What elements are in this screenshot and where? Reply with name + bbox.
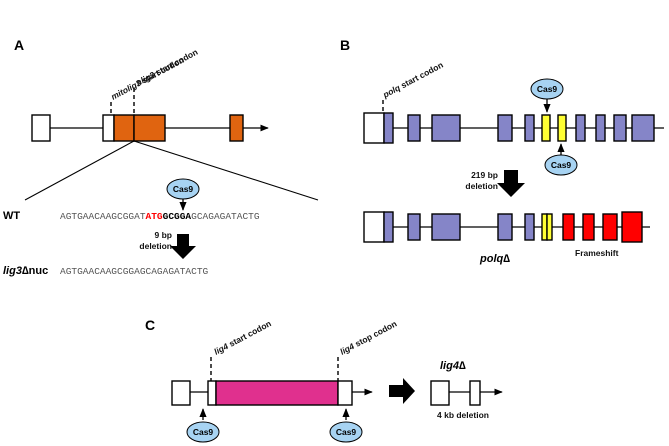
panel-c: C lig4 start codon lig4 stop codon Cas9 … xyxy=(145,317,503,443)
polq-mut-exon-5 xyxy=(524,213,535,241)
cas9-label: Cas9 xyxy=(336,427,357,437)
polq-exon-9 xyxy=(595,114,606,142)
lig3-exon-orange-2 xyxy=(133,114,166,142)
deletion-size-b: 219 bp xyxy=(471,170,498,180)
deletion-arrow-c xyxy=(389,378,415,404)
polq-start-label: polq start codon xyxy=(380,60,444,101)
polq-utr-exon xyxy=(363,112,385,144)
lig4-utr-exon xyxy=(171,380,191,406)
polq-mut-exon-4 xyxy=(497,213,513,241)
wt-label: WT xyxy=(3,210,20,222)
lig3-mutant-sequence: AGTGAACAAGCGGAGCAGAGATACTG xyxy=(60,266,209,277)
lig4-exon-end xyxy=(337,380,353,406)
polq-exon-10 xyxy=(613,114,627,142)
cas9-site-b-top: Cas9 xyxy=(530,78,564,113)
cas9-label: Cas9 xyxy=(551,160,572,170)
polq-exon-4 xyxy=(497,114,513,142)
lig4-stop-label: lig4 stop codon xyxy=(338,318,398,356)
polq-mut-frameshift-exon-1 xyxy=(562,213,575,241)
lig4-mutant-label: lig4∆ xyxy=(440,360,466,372)
polq-mut-fused-exon-a xyxy=(541,213,548,241)
lig4-deletion-label: 4 kb deletion xyxy=(437,410,489,420)
deletion-arrow-b xyxy=(497,170,525,197)
nlig3-start-label: nlig3 start codon xyxy=(134,47,199,88)
polq-mut-exon-2 xyxy=(407,213,421,241)
cas9-site-c-left: Cas9 xyxy=(186,408,220,443)
lig4-mut-utr-exon xyxy=(430,380,450,406)
polq-exon-8 xyxy=(575,114,586,142)
lig3-mutant-label: lig3∆nuc xyxy=(3,265,48,277)
polq-exon-3 xyxy=(431,114,461,142)
lig3-exon-orange-1 xyxy=(113,114,135,142)
panel-b-label: B xyxy=(340,37,350,53)
polq-mut-frameshift-exon-2 xyxy=(582,213,595,241)
lig3-utr-exon xyxy=(31,114,51,142)
cas9-label: Cas9 xyxy=(173,184,194,194)
polq-mut-utr-exon xyxy=(363,211,385,243)
cas9-site-c-right: Cas9 xyxy=(329,408,363,443)
polq-mut-exon-1 xyxy=(383,211,394,243)
lig4-start-label: lig4 start codon xyxy=(212,318,273,357)
lig4-coding-exon xyxy=(215,380,339,406)
panel-a: A mitolig3 start codon nlig3 start codon… xyxy=(3,37,319,277)
cas9-bubble xyxy=(544,154,578,176)
panel-a-label: A xyxy=(14,37,24,53)
lig3-exon-orange-3 xyxy=(229,114,244,142)
deletion-arrow-a xyxy=(170,234,196,259)
polq-exon-2 xyxy=(407,114,421,142)
polq-exon-1 xyxy=(383,112,394,144)
polq-mut-frameshift-exon-3 xyxy=(602,213,618,241)
cas9-bubble xyxy=(186,421,220,443)
lig4-exon-start xyxy=(207,380,217,406)
polq-exon-11 xyxy=(631,114,655,142)
cas9-label: Cas9 xyxy=(537,84,558,94)
wt-sequence: AGTGAACAAGCGGATATGGCGGAGCAGAGATACTG xyxy=(60,211,260,222)
deletion-word-b: deletion xyxy=(465,181,498,191)
panel-b: B polq start codon Cas9 Cas9 xyxy=(340,37,664,265)
cas9-site-a: Cas9 xyxy=(166,178,200,211)
polq-mut-fused-exon-b xyxy=(546,213,553,241)
zoom-line-left xyxy=(24,140,135,201)
lig4-mut-exon-end xyxy=(469,380,481,406)
zoom-line-right xyxy=(133,140,319,201)
polq-mut-exon-3 xyxy=(431,213,461,241)
polq-mut-frameshift-exon-4 xyxy=(621,211,643,243)
deletion-size-a: 9 bp xyxy=(155,230,172,240)
lig3-exon-white xyxy=(102,114,115,142)
deletion-word-a: deletion xyxy=(139,241,172,251)
frameshift-label: Frameshift xyxy=(575,248,619,258)
polq-mutant-label: polq∆ xyxy=(479,253,510,265)
polq-exon-target-1 xyxy=(541,114,551,142)
cas9-bubble xyxy=(329,421,363,443)
polq-exon-5 xyxy=(524,114,535,142)
cas9-site-b-bottom: Cas9 xyxy=(544,143,578,176)
cas9-label: Cas9 xyxy=(193,427,214,437)
polq-exon-target-2 xyxy=(557,114,567,142)
panel-c-label: C xyxy=(145,317,155,333)
